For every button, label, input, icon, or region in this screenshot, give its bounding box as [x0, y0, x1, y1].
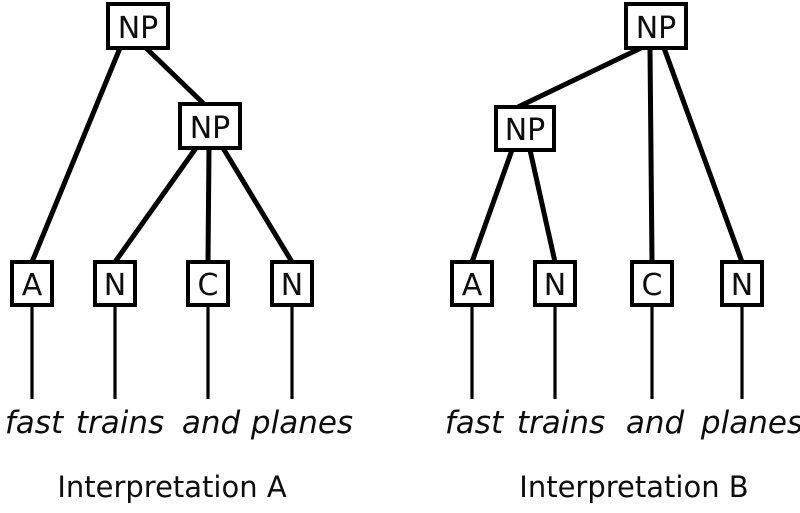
node-b-leaf-a[interactable]: A: [450, 260, 494, 307]
tree-branch-b-edge-np-to-a: [469, 149, 515, 263]
word-a-word-planes: planes: [250, 405, 353, 441]
node-box-b-np-top[interactable]: [624, 2, 688, 50]
tree-branch-b-edge-top-to-np: [516, 45, 643, 110]
tree-branch-a-edge-np-to-n2: [220, 146, 295, 264]
word-a-word-trains: trains: [76, 405, 164, 441]
tree-branch-a-edge-top-to-a: [29, 47, 123, 263]
caption-interpretation-a: Interpretation A: [57, 470, 287, 504]
word-b-word-trains: trains: [517, 405, 605, 441]
node-box-a-leaf-n1[interactable]: [93, 260, 137, 307]
node-b-np-top[interactable]: NP: [624, 2, 688, 50]
node-label-b-leaf-a: A: [462, 268, 483, 303]
node-label-a-np-inner: NP: [190, 111, 231, 146]
node-label-a-leaf-c: C: [198, 268, 219, 303]
node-a-np-top[interactable]: NP: [106, 2, 170, 50]
tree-branch-b-edge-top-to-c: [647, 47, 655, 263]
tree-branch-b-edge-np-to-n1: [527, 149, 558, 263]
word-a-word-and: and: [182, 405, 241, 441]
node-label-b-np-inner: NP: [505, 113, 546, 148]
word-b-word-and: and: [626, 405, 685, 441]
word-b-word-planes: planes: [700, 405, 800, 441]
node-label-a-np-top: NP: [118, 11, 159, 46]
node-label-a-leaf-n1: N: [104, 268, 126, 303]
node-box-b-leaf-c[interactable]: [630, 260, 674, 307]
word-b-word-fast: fast: [445, 405, 505, 441]
node-label-a-leaf-a: A: [22, 268, 43, 303]
node-b-leaf-c[interactable]: C: [630, 260, 674, 307]
tree-branch-a-edge-np-to-c: [205, 147, 212, 263]
node-a-leaf-c[interactable]: C: [186, 260, 230, 307]
caption-interpretation-b: Interpretation B: [519, 470, 748, 504]
word-a-word-fast: fast: [5, 405, 65, 441]
node-box-a-leaf-a[interactable]: [10, 260, 54, 307]
tree-branch-a-edge-top-to-np: [144, 46, 206, 106]
node-label-b-np-top: NP: [636, 11, 677, 46]
node-a-np-inner[interactable]: NP: [178, 102, 242, 150]
node-a-leaf-a[interactable]: A: [10, 260, 54, 307]
node-a-leaf-n1[interactable]: N: [93, 260, 137, 307]
node-b-leaf-n1[interactable]: N: [533, 260, 577, 307]
node-box-b-np-inner[interactable]: [494, 105, 556, 152]
node-box-a-leaf-c[interactable]: [186, 260, 230, 307]
tree-branch-a-edge-np-to-n1: [112, 146, 199, 264]
node-box-b-leaf-a[interactable]: [450, 260, 494, 307]
node-box-a-leaf-n2[interactable]: [270, 260, 314, 307]
node-box-b-leaf-n2[interactable]: [720, 260, 764, 307]
tree-branch-b-edge-top-to-n2: [661, 47, 745, 263]
node-box-a-np-top[interactable]: [106, 2, 170, 50]
node-box-b-leaf-n1[interactable]: [533, 260, 577, 307]
node-label-b-leaf-n2: N: [731, 268, 753, 303]
node-label-b-leaf-n1: N: [544, 268, 566, 303]
node-a-leaf-n2[interactable]: N: [270, 260, 314, 307]
node-label-b-leaf-c: C: [642, 268, 663, 303]
node-b-leaf-n2[interactable]: N: [720, 260, 764, 307]
node-label-a-leaf-n2: N: [281, 268, 303, 303]
node-b-np-inner[interactable]: NP: [494, 105, 556, 152]
node-box-a-np-inner[interactable]: [178, 102, 242, 150]
